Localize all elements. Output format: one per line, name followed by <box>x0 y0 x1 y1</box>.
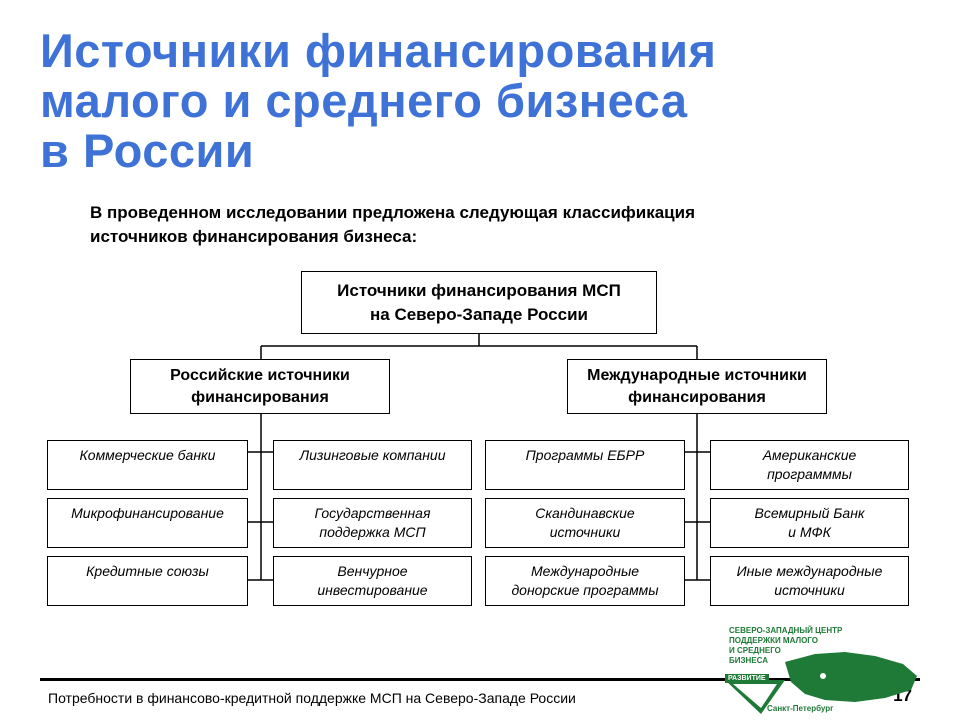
international-american-box: Американские программмы <box>710 440 909 490</box>
root-line-2: на Северо-Западе России <box>370 304 588 324</box>
leaf-line-1: Всемирный Банк <box>754 505 865 521</box>
leaf-line-1: Лизинговые компании <box>299 447 446 463</box>
international-ebrd-box: Программы ЕБРР <box>485 440 685 490</box>
leaf-line-2: поддержка МСП <box>319 524 426 540</box>
leaf-line-2: программмы <box>767 466 852 482</box>
leaf-line-2: инвестирование <box>317 582 428 598</box>
slide-title-line-1: Источники финансирования <box>40 24 717 77</box>
international-sources-line-1: Международные источники <box>587 366 807 384</box>
russian-credit-unions-box: Кредитные союзы <box>47 556 248 606</box>
logo-line-2: ПОДДЕРЖКИ МАЛОГО <box>729 636 818 645</box>
leaf-line-1: Международные <box>530 563 640 579</box>
international-scandinavian-box: Скандинавские источники <box>485 498 685 548</box>
logo-city: Санкт-Петербург <box>767 704 834 713</box>
international-sources-line-2: финансирования <box>628 388 766 406</box>
international-sources-box: Международные источники финансирования <box>567 359 827 414</box>
russian-venture-box: Венчурное инвестирование <box>273 556 472 606</box>
root-box: Источники финансирования МСП на Северо-З… <box>301 271 657 334</box>
international-other-box: Иные международные источники <box>710 556 909 606</box>
international-world-bank-box: Всемирный Банк и МФК <box>710 498 909 548</box>
international-donor-box: Международные донорские программы <box>485 556 685 606</box>
logo-map-icon <box>725 652 917 714</box>
russian-sources-line-1: Российские источники <box>170 366 350 384</box>
logo-line-3: И СРЕДНЕГО <box>729 646 781 655</box>
footer-text: Потребности в финансово-кредитной поддер… <box>48 690 576 706</box>
russian-state-support-box: Государственная поддержка МСП <box>273 498 472 548</box>
leaf-line-1: Скандинавские <box>535 505 635 521</box>
logo-text: СЕВЕРО-ЗАПАДНЫЙ ЦЕНТР ПОДДЕРЖКИ МАЛОГО И… <box>729 626 842 666</box>
nw-center-logo: СЕВЕРО-ЗАПАДНЫЙ ЦЕНТР ПОДДЕРЖКИ МАЛОГО И… <box>725 624 925 716</box>
russian-sources-box: Российские источники финансирования <box>130 359 390 414</box>
slide-title-line-2: малого и среднего бизнеса <box>40 74 688 127</box>
leaf-line-2: источники <box>549 524 621 540</box>
leaf-line-1: Американские <box>762 447 857 463</box>
leaf-line-2: донорские программы <box>511 582 659 598</box>
footer-divider <box>40 678 920 681</box>
slide-title: Источники финансирования малого и средне… <box>40 26 920 176</box>
logo-line-1: СЕВЕРО-ЗАПАДНЫЙ ЦЕНТР <box>729 626 843 635</box>
russian-leasing-box: Лизинговые компании <box>273 440 472 490</box>
leaf-line-1: Венчурное <box>337 563 408 579</box>
russian-microfinance-box: Микрофинансирование <box>47 498 248 548</box>
root-line-1: Источники финансирования МСП <box>337 280 621 300</box>
leaf-line-1: Программы ЕБРР <box>525 447 645 463</box>
leaf-line-1: Государственная <box>314 505 431 521</box>
leaf-label: Микрофинансирование <box>71 505 224 521</box>
logo-line-4: БИЗНЕСА <box>729 656 768 665</box>
leaf-line-2: источники <box>774 582 845 598</box>
leaf-label: Коммерческие банки <box>79 447 216 463</box>
intro-line-2: источников финансирования бизнеса: <box>90 227 418 246</box>
logo-badge: РАЗВИТИЕ <box>725 674 769 683</box>
leaf-label: Кредитные союзы <box>86 563 209 579</box>
leaf-line-2: и МФК <box>788 524 831 540</box>
leaf-line-1: Иные международные <box>736 563 883 579</box>
russian-commercial-banks-box: Коммерческие банки <box>47 440 248 490</box>
slide-title-line-3: в России <box>40 124 255 177</box>
intro-line-1: В проведенном исследовании предложена сл… <box>90 203 696 222</box>
intro-text: В проведенном исследовании предложена сл… <box>90 201 890 249</box>
russian-sources-line-2: финансирования <box>191 388 329 406</box>
